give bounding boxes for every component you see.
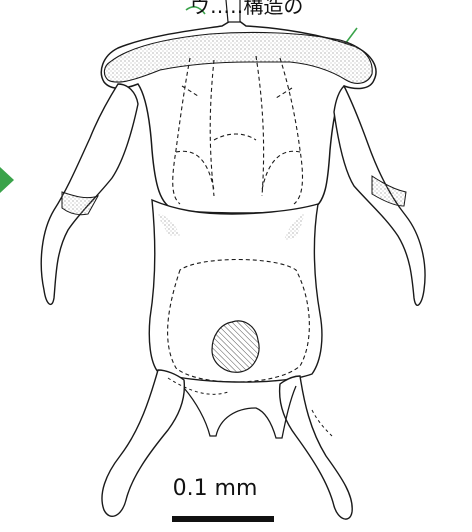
right-leg <box>280 376 353 519</box>
scale-bar <box>172 516 274 522</box>
scale-bar-label: 0.1 mm <box>150 476 280 501</box>
triangle-right-icon <box>0 167 14 193</box>
hatched-body <box>212 321 259 372</box>
left-arm <box>41 84 138 304</box>
top-label: ウ…‥構造の <box>190 0 472 19</box>
